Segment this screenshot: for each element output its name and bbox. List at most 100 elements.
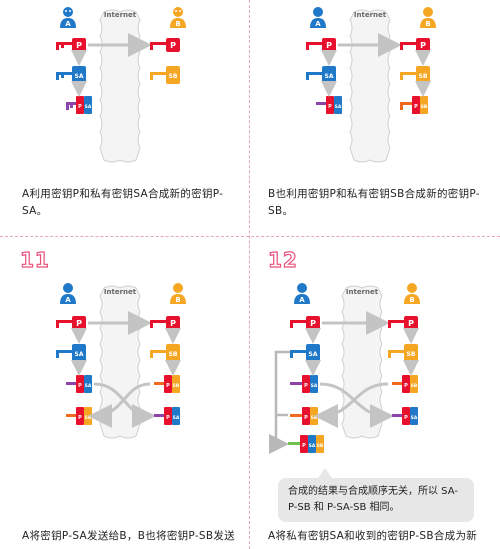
key-sb-icon: SB [150,344,180,362]
svg-text:P: P [76,41,82,50]
vertical-divider [249,0,250,549]
key-sa-icon: SA [56,66,86,84]
svg-text:SA: SA [85,104,92,110]
internet-label: Internet [104,288,137,296]
key-psasb-icon: P SA SB [288,435,324,453]
person-a-label: A [315,20,321,28]
svg-text:P: P [420,41,426,50]
svg-text:SA: SA [325,73,334,80]
key-sa-icon: SA [56,344,86,362]
person-a-label: A [65,296,71,304]
note-callout: 合成的结果与合成顺序无关，所以 SA-P-SB 和 P-SA-SB 相同。 [278,468,474,522]
person-a-icon: A [60,283,76,304]
svg-text:P: P [408,319,414,328]
key-psa-icon: P SA [316,96,342,114]
key-sb-icon: SB [388,344,418,362]
person-b-label: B [425,20,430,28]
person-a-icon: A [310,7,326,28]
svg-text:SB: SB [411,383,418,389]
key-p-a-icon: P [290,316,320,330]
svg-text:P: P [78,383,82,389]
key-p-b-icon: P [150,38,180,52]
caption-3: A将密钥P-SA发送给B，B也将密钥P-SB发送 [22,530,235,542]
internet-cloud [349,9,391,163]
key-p-b-icon: P [400,38,430,52]
svg-text:P: P [404,383,408,389]
person-b-label: B [175,20,180,28]
key-p-b-icon: P [150,316,180,330]
person-a-label: A [65,20,71,28]
diagram-1: Internet A B P SA P SA [56,7,186,163]
key-psb-received-a-icon: P SB [66,407,92,425]
svg-text:P: P [404,415,408,421]
svg-text:SB: SB [173,383,180,389]
svg-text:P: P [328,104,332,110]
internet-label: Internet [354,11,387,19]
caption-2: B也利用密钥P和私有密钥SB合成新的密钥P-SB。 [268,188,480,217]
diagram-3: Internet A B P SA P SA [56,283,186,439]
svg-text:SB: SB [85,415,92,421]
key-psb-icon: P SB [400,96,428,114]
person-a-icon: A [60,7,76,28]
arrow-combine [269,350,290,454]
svg-text:SA: SA [311,383,318,389]
key-sa-icon: SA [306,66,336,84]
panel-1: Internet A B P SA P SA [0,0,250,270]
svg-text:SA: SA [309,443,316,449]
person-b-icon: B [170,283,186,304]
key-psb-icon: P SB [154,375,180,393]
step-number: 12 [267,247,298,272]
svg-text:SB: SB [407,351,416,358]
svg-text:P: P [78,415,82,421]
key-psa-received-b-icon: P SA [392,407,418,425]
key-sb-icon: SB [150,66,180,84]
svg-text:SB: SB [421,104,428,110]
horizontal-divider [0,236,500,237]
key-p-a-icon: P [56,316,86,330]
svg-text:SA: SA [75,73,84,80]
person-b-label: B [175,296,180,304]
diagram-2: Internet A B P SA P SA [306,7,436,163]
svg-text:P: P [76,319,82,328]
key-psa-icon: P SA [290,375,318,393]
key-psa-received-b-icon: P SA [154,407,180,425]
svg-text:P: P [326,41,332,50]
person-b-icon: B [170,7,186,28]
caption-1: A利用密钥P和私有密钥SA合成新的密钥P-SA。 [22,188,224,217]
svg-text:SB: SB [317,443,324,449]
key-psa-icon: P SA [66,96,92,114]
svg-text:SA: SA [85,383,92,389]
svg-text:P: P [170,319,176,328]
svg-text:SA: SA [309,351,318,358]
svg-text:SA: SA [75,351,84,358]
key-sa-icon: SA [290,344,320,362]
svg-text:SB: SB [169,73,178,80]
svg-text:P: P [302,443,306,449]
step-number: 11 [19,247,50,272]
key-psb-received-a-icon: P SB [290,407,318,425]
svg-text:P: P [304,383,308,389]
svg-text:SA: SA [335,104,342,110]
key-sb-icon: SB [400,66,430,84]
svg-text:SA: SA [173,415,180,421]
svg-text:SB: SB [419,73,428,80]
svg-text:P: P [166,383,170,389]
key-p-a-icon: P [306,38,336,52]
panel-4: 12 Internet A B P SA P SA [250,244,500,542]
svg-text:P: P [304,415,308,421]
person-a-label: A [299,296,305,304]
key-psa-icon: P SA [66,375,92,393]
svg-text:SA: SA [411,415,418,421]
svg-text:P: P [170,41,176,50]
key-psb-icon: P SB [392,375,418,393]
arrow-cross [314,382,389,428]
svg-text:SB: SB [169,351,178,358]
panel-2: Internet A B P SA P SA [250,0,500,270]
internet-cloud [99,9,141,163]
caption-4: A将私有密钥SA和收到的密钥P-SB合成为新 [268,530,478,542]
arrow-cross [88,382,151,428]
person-b-label: B [409,296,414,304]
svg-text:P: P [414,104,418,110]
key-p-a-icon: P [56,38,86,52]
panel-3: 11 Internet A B P SA P SA [0,244,250,542]
